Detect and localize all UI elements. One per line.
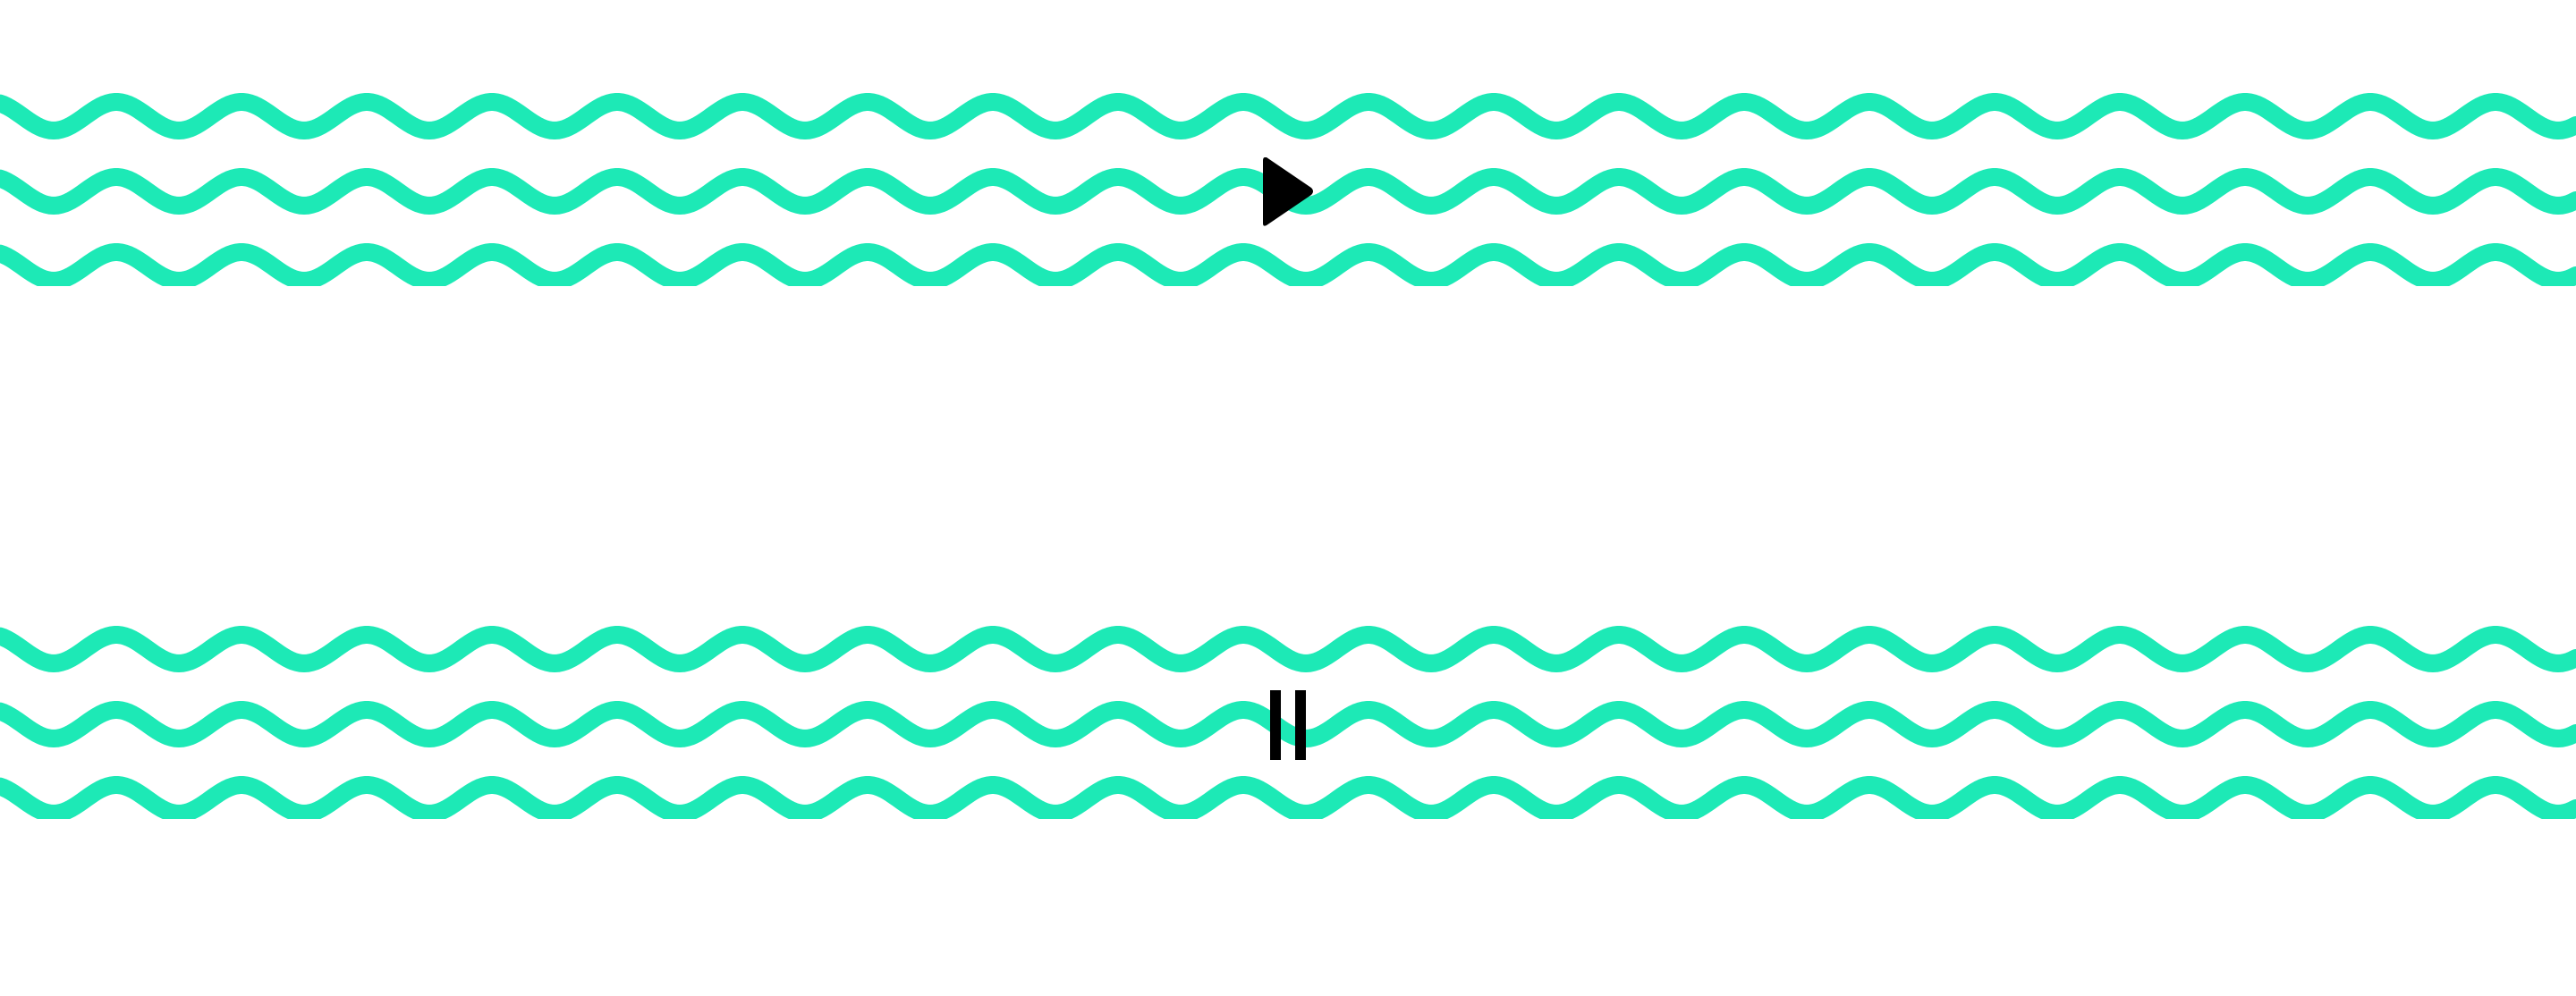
play-button[interactable] (1259, 154, 1317, 229)
pause-icon (1270, 690, 1306, 760)
play-icon (1263, 157, 1313, 226)
wave-line (0, 776, 2576, 819)
wave-line (0, 243, 2576, 286)
wave-line (0, 626, 2576, 672)
pause-button[interactable] (1268, 688, 1309, 762)
wave-line (0, 701, 2576, 747)
wave-lines-bottom (0, 626, 2576, 819)
wave-line (0, 93, 2576, 139)
wave-group-bottom (0, 587, 2576, 819)
